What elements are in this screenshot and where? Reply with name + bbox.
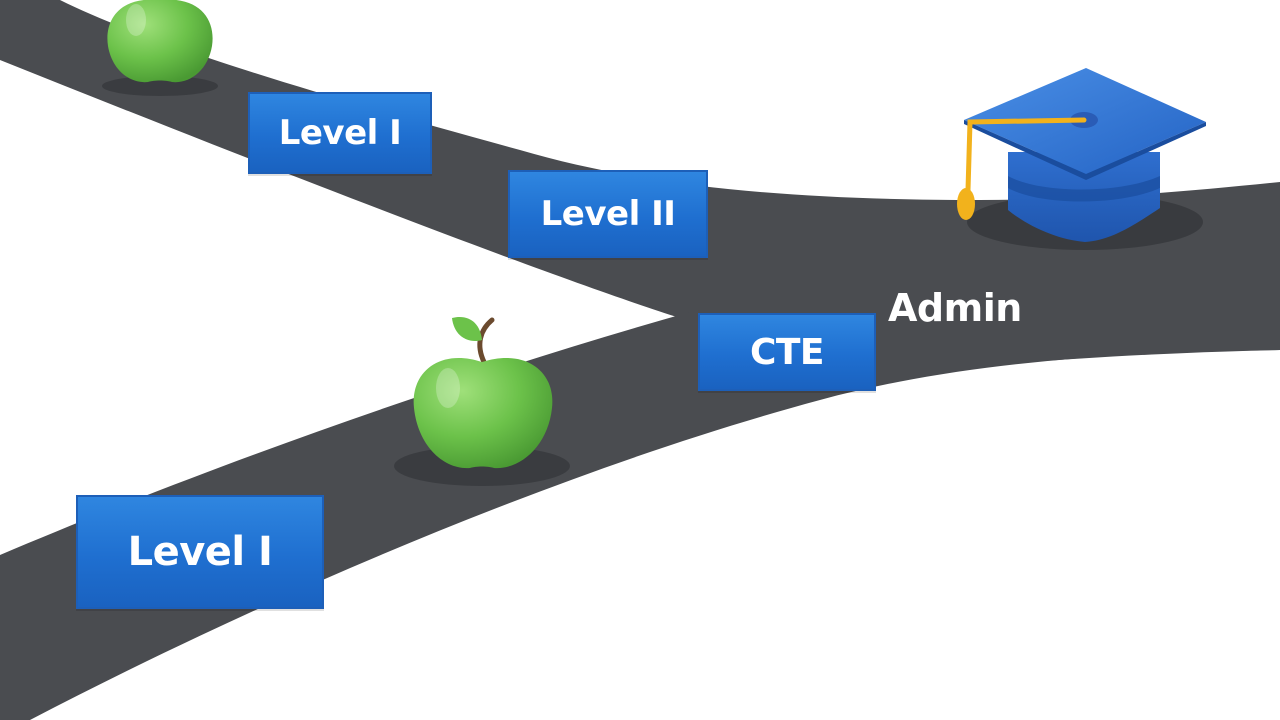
level-1-label: Level I	[248, 92, 432, 174]
level-1-label: Level I	[76, 495, 324, 609]
apple-icon	[394, 316, 570, 486]
graduation-cap-icon	[957, 68, 1206, 250]
cte-label: CTE	[698, 313, 876, 391]
apple-icon	[102, 0, 218, 96]
admin-label: Admin	[888, 286, 1022, 330]
level-2-label: Level II	[508, 170, 708, 258]
